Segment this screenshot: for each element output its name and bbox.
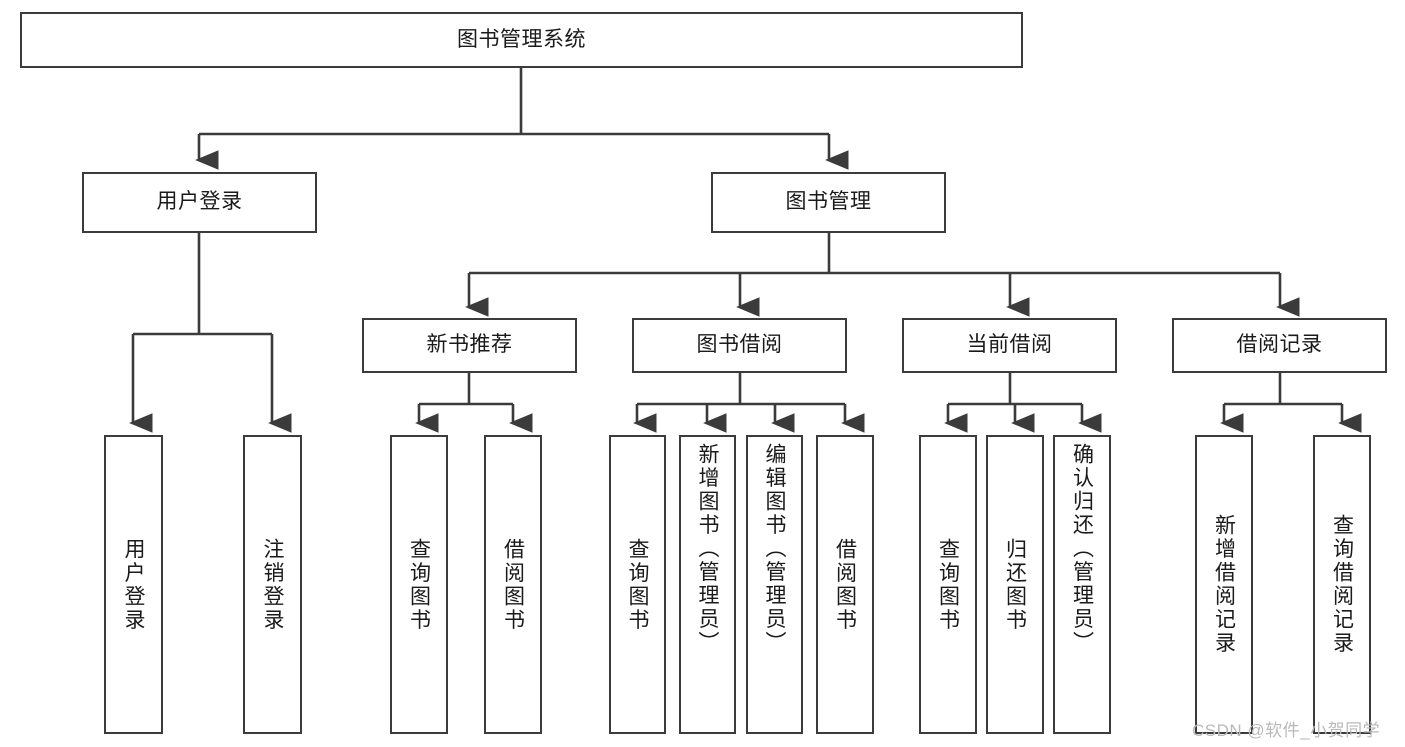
node-leaf-borrow-book[interactable]: 借阅图书 [816,435,874,734]
node-leaf-edit-book-admin[interactable]: 编辑图书（管理员） [746,435,803,734]
node-leaf-query-book-current[interactable]: 查询图书 [919,435,977,734]
node-user-login[interactable]: 用户登录 [82,172,317,233]
node-label: 新增借阅记录 [1212,514,1236,655]
node-label: 确认归还（管理员） [1070,443,1094,655]
node-leaf-add-book-admin[interactable]: 新增图书（管理员） [679,435,736,734]
node-label: 注销登录 [261,537,284,632]
node-leaf-query-book-recommend[interactable]: 查询图书 [390,435,448,734]
watermark-text: CSDN @软件_小贺同学 [1192,721,1381,740]
node-label: 图书借阅 [696,333,783,357]
node-root-book-management-system[interactable]: 图书管理系统 [20,12,1023,68]
node-label: 图书管理系统 [457,27,586,51]
node-label: 归还图书 [1003,537,1027,632]
node-label: 新书推荐 [426,333,513,357]
node-label: 当前借阅 [966,333,1053,357]
node-label: 用户登录 [122,537,145,632]
node-leaf-query-borrow-record[interactable]: 查询借阅记录 [1313,435,1371,734]
node-label: 编辑图书（管理员） [763,443,786,655]
node-new-book-recommend[interactable]: 新书推荐 [362,318,577,373]
node-label: 用户登录 [156,190,243,214]
node-label: 新增图书（管理员） [696,443,719,655]
node-leaf-borrow-book-recommend[interactable]: 借阅图书 [484,435,542,734]
node-label: 查询图书 [407,537,431,632]
node-current-borrow[interactable]: 当前借阅 [902,318,1117,373]
node-borrow-record[interactable]: 借阅记录 [1172,318,1387,373]
node-label: 借阅图书 [833,537,857,632]
node-label: 查询图书 [936,537,960,632]
node-leaf-return-book[interactable]: 归还图书 [986,435,1044,734]
node-leaf-confirm-return-admin[interactable]: 确认归还（管理员） [1053,435,1111,734]
node-leaf-logout[interactable]: 注销登录 [243,435,302,734]
node-leaf-add-borrow-record[interactable]: 新增借阅记录 [1195,435,1253,734]
node-book-management[interactable]: 图书管理 [711,172,946,233]
node-label: 图书管理 [785,190,872,214]
node-leaf-user-login[interactable]: 用户登录 [104,435,163,734]
node-leaf-query-book[interactable]: 查询图书 [609,435,666,734]
node-label: 借阅图书 [501,537,525,632]
node-label: 借阅记录 [1236,333,1323,357]
node-label: 查询图书 [626,537,649,632]
node-book-borrow[interactable]: 图书借阅 [632,318,847,373]
node-label: 查询借阅记录 [1330,514,1354,655]
